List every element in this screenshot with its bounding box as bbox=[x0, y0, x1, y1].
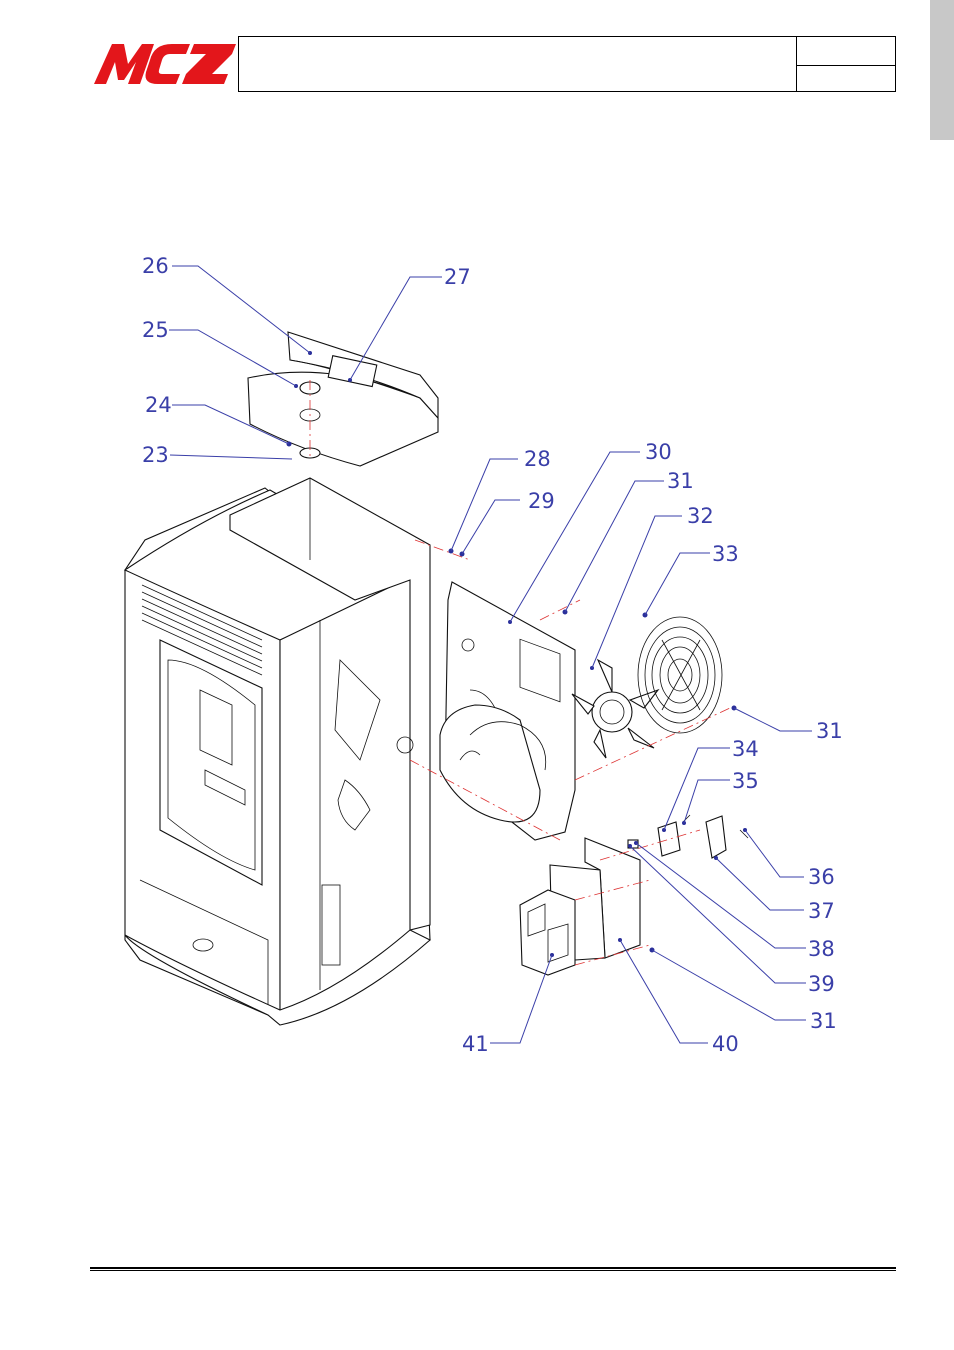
mcz-logo bbox=[94, 44, 236, 84]
callout-28: 28 bbox=[524, 447, 551, 471]
fan-guard-part bbox=[637, 616, 723, 734]
header-cell-top bbox=[796, 37, 896, 66]
callout-35: 35 bbox=[732, 769, 759, 793]
callout-41: 41 bbox=[462, 1032, 489, 1056]
callout-32: 32 bbox=[687, 504, 714, 528]
callout-31-right: 31 bbox=[816, 719, 843, 743]
top-cover-part bbox=[247, 331, 439, 467]
callout-36: 36 bbox=[808, 865, 835, 889]
callout-27: 27 bbox=[444, 265, 471, 289]
callout-34: 34 bbox=[732, 737, 759, 761]
callout-25: 25 bbox=[142, 318, 169, 342]
callout-29: 29 bbox=[528, 489, 555, 513]
callout-33: 33 bbox=[712, 542, 739, 566]
exploded-axes bbox=[409, 539, 731, 966]
callout-38: 38 bbox=[808, 937, 835, 961]
callout-40: 40 bbox=[712, 1032, 739, 1056]
rear-panel-part bbox=[439, 581, 576, 841]
callout-37: 37 bbox=[808, 899, 835, 923]
header-cell-bottom bbox=[796, 66, 896, 91]
callout-26: 26 bbox=[142, 254, 169, 278]
electronics-bracket-part bbox=[519, 837, 641, 976]
side-tab bbox=[930, 0, 954, 140]
callout-23: 23 bbox=[142, 443, 169, 467]
callout-31-bottom: 31 bbox=[810, 1009, 837, 1033]
header-box bbox=[238, 36, 896, 92]
callout-31-top: 31 bbox=[667, 469, 694, 493]
fan-part bbox=[571, 658, 660, 759]
callout-30: 30 bbox=[645, 440, 672, 464]
callout-39: 39 bbox=[808, 972, 835, 996]
stove-body bbox=[123, 477, 431, 1026]
footer-rule bbox=[90, 1267, 896, 1271]
callout-labels: 26 25 24 23 27 28 29 30 31 32 33 31 34 3… bbox=[142, 254, 843, 1056]
leader-lines bbox=[169, 265, 812, 1044]
callout-24: 24 bbox=[145, 393, 172, 417]
small-components bbox=[627, 814, 749, 859]
